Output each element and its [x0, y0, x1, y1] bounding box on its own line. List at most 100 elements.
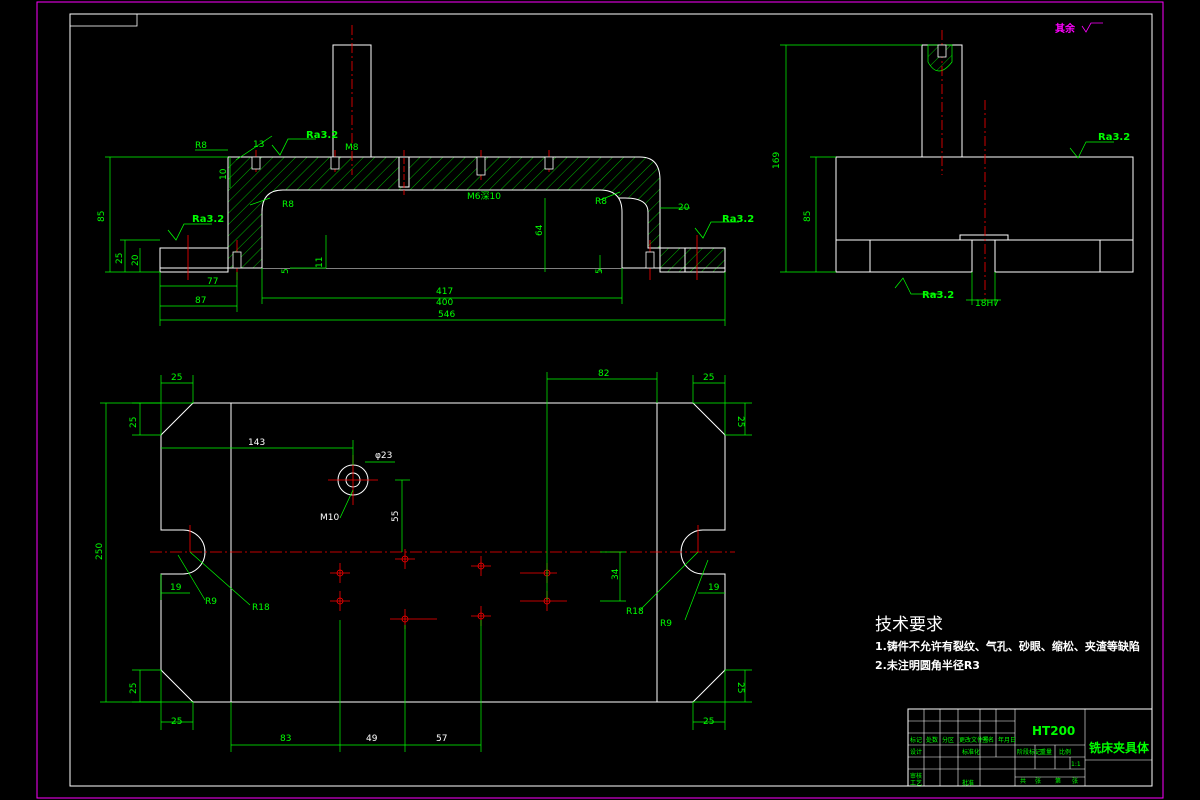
title-block: HT200 铣床夹具体 标记 处数 分区 更改文件号 签名 年月日 设计 标准化…: [907, 708, 1153, 787]
tb-cell-ratio: 1:1: [1071, 761, 1081, 768]
side-body: [835, 156, 1134, 241]
front-dim-13: 13: [253, 140, 264, 150]
front-dim-5: 5: [281, 268, 291, 274]
tb-cell-scale: 比例: [1059, 748, 1071, 756]
top-dim-250: 250: [95, 543, 105, 560]
tb-cell-sheet-no: 第: [1055, 777, 1061, 785]
hole-1: [251, 156, 261, 170]
tb-cell-zone: 分区: [942, 736, 954, 744]
hole-2: [330, 156, 340, 170]
top-dim-25-br: 25: [703, 717, 714, 727]
roughness-icon-side-top: [1069, 141, 1114, 159]
side-view: 169 85 18H7 Ra3.2 Ra3.2: [772, 30, 1134, 309]
tb-cell-weight: 重量: [1040, 748, 1052, 756]
top-dim-49: 49: [366, 734, 378, 744]
top-dim-25-bl: 25: [171, 717, 182, 727]
front-cavity: [261, 189, 623, 268]
roughness-side-bottom: Ra3.2: [922, 290, 954, 301]
roughness-side-top: Ra3.2: [1098, 132, 1130, 143]
tb-cell-sign: 签名: [982, 736, 994, 744]
front-dim-546: 546: [438, 310, 455, 320]
top-dim-25-side-bl: 25: [129, 683, 139, 694]
front-dim-400: 400: [436, 298, 453, 308]
top-dim-57: 57: [436, 734, 447, 744]
side-dim-85: 85: [803, 211, 813, 222]
rest-symbol: 其余: [1055, 22, 1076, 35]
top-dim-r18-left: R18: [252, 603, 270, 613]
top-dim-r9-left: R9: [205, 597, 217, 607]
top-dim-34: 34: [611, 568, 621, 580]
front-dim-20b: 20: [678, 203, 690, 213]
tb-cell-review: 审核: [910, 772, 922, 780]
tb-cell-sheets: 张: [1035, 777, 1041, 785]
hole-4: [544, 156, 554, 170]
top-dim-83: 83: [280, 734, 291, 744]
hole-5: [232, 251, 242, 269]
front-view: 546 417 400 87 77 85 25 20 11 5 64 5 R8 …: [97, 25, 754, 326]
top-dim-r9-right: R9: [660, 619, 672, 629]
front-dim-11: 11: [315, 257, 325, 268]
top-dim-r18-right: R18: [626, 607, 644, 617]
tb-cell-approve: 批准: [962, 779, 974, 787]
front-dim-5b: 5: [595, 268, 605, 274]
front-dim-85: 85: [97, 211, 107, 222]
front-dim-25: 25: [115, 253, 125, 264]
side-slot: [959, 234, 1009, 240]
tb-cell-total: 共: [1020, 777, 1026, 785]
top-dim-19-left: 19: [170, 583, 182, 593]
roughness-right: Ra3.2: [722, 214, 754, 225]
top-dim-55: 55: [391, 511, 401, 522]
top-dim-82: 82: [598, 369, 609, 379]
front-dim-20: 20: [131, 254, 141, 266]
roughness-icon-top: [271, 138, 316, 156]
tb-cell-count: 处数: [926, 736, 938, 744]
title-block-frame: [907, 708, 1153, 787]
hole-3: [476, 156, 486, 176]
rest-roughness-icon: [1081, 22, 1103, 33]
corner-tag: [69, 13, 138, 27]
roughness-icon-left: [167, 223, 212, 241]
top-dim-25-tr: 25: [703, 373, 714, 383]
front-right-flange: [684, 247, 726, 273]
top-view: 25 25 25 25 25 25 25 25 143 φ23 M10 55 8…: [95, 369, 752, 752]
top-dim-19-right: 19: [708, 583, 720, 593]
requirements-title: 技术要求: [875, 615, 943, 635]
side-base: [835, 240, 1134, 273]
tb-cell-standard: 标准化: [962, 748, 980, 756]
front-left-flange: [159, 247, 229, 273]
tb-cell-change: 更改文件号: [959, 736, 989, 744]
tb-cell-date: 年月日: [998, 736, 1016, 744]
front-dim-m8: M8: [345, 143, 359, 153]
top-dim-143: 143: [248, 438, 265, 448]
top-dim-25-side-tl: 25: [129, 417, 139, 428]
inner-border: [69, 13, 1153, 787]
tb-cell-stage: 阶段标记: [1017, 748, 1041, 756]
outer-border: [36, 1, 1164, 799]
tb-cell-design: 设计: [910, 748, 922, 756]
front-hole-label: M6深10: [467, 191, 501, 202]
roughness-left: Ra3.2: [192, 214, 224, 225]
roughness-icon-side-bottom: [894, 277, 941, 295]
tb-cell-mark: 标记: [910, 736, 922, 744]
technical-requirements: 技术要求 1.铸件不允许有裂纹、气孔、砂眼、缩松、夹渣等缺陷 2.未注明圆角半径…: [875, 615, 1140, 672]
tb-cell-process: 工艺: [910, 779, 922, 787]
top-dim-25-side-br: 25: [735, 682, 745, 693]
side-dim-169: 169: [772, 152, 782, 169]
top-dim-m10: M10: [320, 513, 339, 523]
hole-6: [645, 251, 655, 269]
top-dim-25-side-tr: 25: [735, 416, 745, 427]
roughness-icon-right: [694, 221, 739, 239]
front-dim-r8: R8: [595, 197, 607, 207]
side-dim-18h7: 18H7: [975, 299, 999, 309]
front-dim-417: 417: [436, 287, 453, 297]
front-dim-r8-left: R8: [282, 200, 294, 210]
title-block-part-name: 铣床夹具体: [1089, 740, 1150, 755]
front-dim-10: 10: [219, 168, 229, 180]
tb-cell-sheet: 张: [1072, 777, 1078, 785]
top-dim-25-tl: 25: [171, 373, 182, 383]
front-dim-77: 77: [207, 277, 218, 287]
top-dim-phi23: φ23: [375, 451, 392, 461]
title-block-material: HT200: [1032, 724, 1075, 738]
roughness-top: Ra3.2: [306, 130, 338, 141]
